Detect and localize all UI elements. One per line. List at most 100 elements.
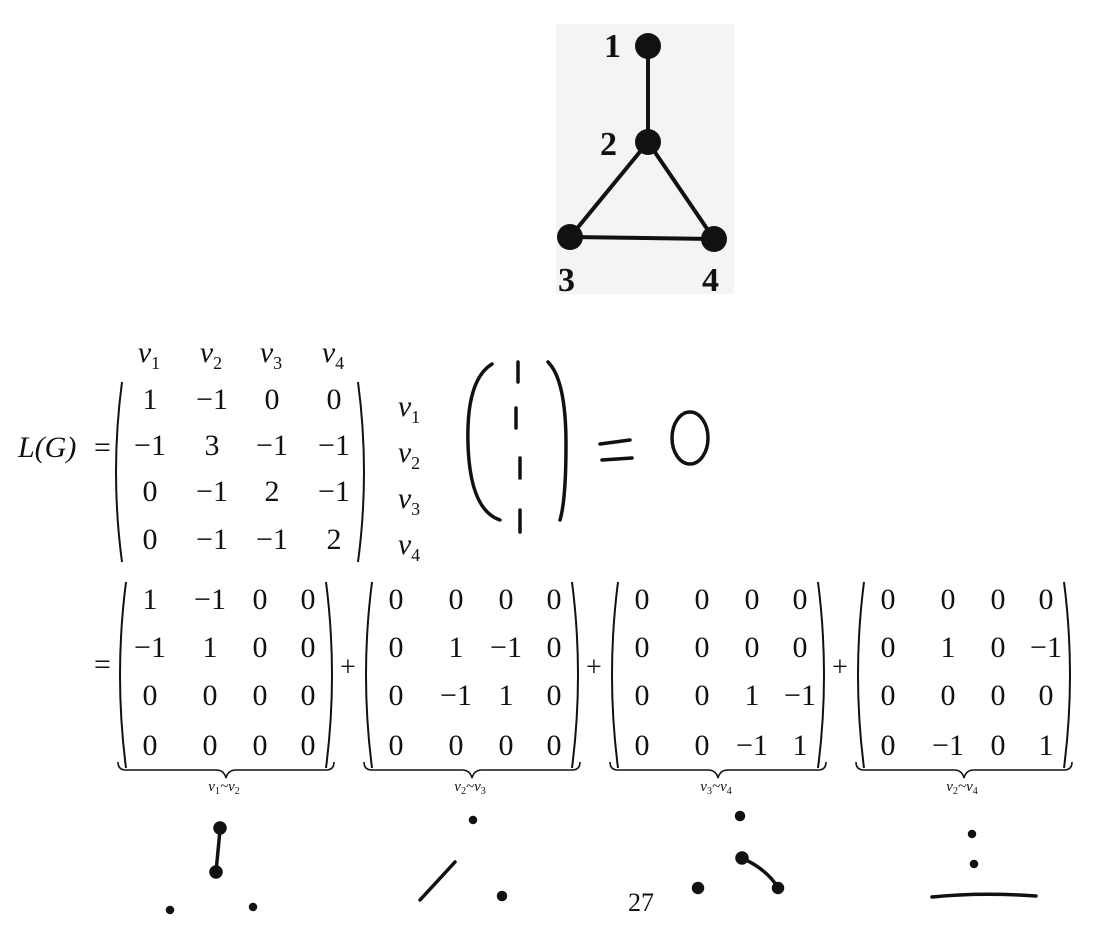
matrix-cell: 0: [634, 679, 650, 712]
matrix-cell: 0: [634, 583, 650, 616]
node-label-4: 4: [702, 262, 719, 299]
matrix-cell: 1: [142, 583, 158, 616]
left-paren: [115, 381, 123, 563]
matrix-cell: 0: [792, 631, 808, 664]
matrix-cell: 2: [264, 475, 280, 508]
matrix-cell: 0: [326, 383, 342, 416]
matrix-cell: 0: [202, 729, 218, 762]
decomposition-equals: =: [94, 648, 111, 681]
matrix-cell: 2: [326, 523, 342, 556]
matrix-cell: 0: [546, 583, 562, 616]
edge-2-4: [646, 140, 716, 241]
matrix-cell: 0: [990, 631, 1006, 664]
matrix-cell: 0: [300, 583, 316, 616]
edge-2-3: [568, 140, 650, 239]
matrix-cell: −1: [134, 429, 166, 462]
matrix-cell: 1: [142, 383, 158, 416]
matrix-cell: −1: [134, 631, 166, 664]
laplacian-lhs: L(G): [18, 431, 77, 464]
node-label-2: 2: [600, 126, 617, 163]
matrix-cell: −1: [318, 429, 350, 462]
matrix-cell: −1: [256, 429, 288, 462]
matrix-cell: 1: [792, 729, 808, 762]
matrix-cell: 0: [744, 631, 760, 664]
matrix-cell: 0: [388, 631, 404, 664]
matrix-parentheses: [857, 581, 1071, 769]
column-label-v2: v2: [199, 336, 223, 373]
matrix-cell: 0: [252, 679, 268, 712]
row-label-v2: v2: [397, 436, 421, 473]
matrix-cell: 0: [252, 631, 268, 664]
matrix-cell: 0: [388, 583, 404, 616]
matrix-cell: 0: [990, 729, 1006, 762]
node-label-3: 3: [558, 262, 575, 299]
matrix-cell: 0: [498, 729, 514, 762]
matrix-cell: 0: [634, 631, 650, 664]
matrix-cell: 0: [880, 729, 896, 762]
matrix-cell: −1: [736, 729, 768, 762]
matrix-cell: 0: [694, 631, 710, 664]
graph-drawing: [557, 33, 727, 252]
matrix-cell: 0: [1038, 583, 1054, 616]
matrix-cell: 1: [448, 631, 464, 664]
matrix-cell: 0: [940, 583, 956, 616]
node-3: [557, 224, 583, 250]
matrix-cell: 0: [1038, 679, 1054, 712]
matrix-cell: 1: [940, 631, 956, 664]
matrix-cell: −1: [256, 523, 288, 556]
matrix-cell: 0: [142, 523, 158, 556]
matrix-cell: 0: [252, 729, 268, 762]
matrix-cell: 0: [388, 729, 404, 762]
matrix-cell: 0: [546, 631, 562, 664]
matrix-cell: 0: [940, 679, 956, 712]
row-label-v3: v3: [397, 482, 421, 519]
node-1: [635, 33, 661, 59]
right-paren: [571, 581, 579, 769]
left-paren: [857, 581, 865, 769]
row-label-v4: v4: [397, 528, 421, 565]
matrix-cell: 0: [142, 729, 158, 762]
matrix-cell: 0: [546, 729, 562, 762]
matrix-cell: 0: [142, 679, 158, 712]
laplacian-equals: =: [94, 431, 111, 464]
plus-sign-3: +: [832, 652, 848, 683]
matrix-parentheses: [119, 581, 333, 769]
brace-label-v2-v4: v2~v4: [946, 779, 978, 797]
brace-label-v3-v4: v3~v4: [700, 779, 732, 797]
column-label-v1: v1: [137, 336, 161, 373]
right-paren: [357, 381, 365, 563]
right-paren: [325, 581, 333, 769]
matrix-cell: 0: [990, 679, 1006, 712]
matrix-cell: 1: [1038, 729, 1054, 762]
matrix-parentheses: [115, 381, 365, 563]
matrix-cell: −1: [196, 523, 228, 556]
matrix-cell: −1: [490, 631, 522, 664]
right-paren: [1063, 581, 1071, 769]
matrix-cell: 1: [202, 631, 218, 664]
matrix-cell: 1: [498, 679, 514, 712]
plus-sign-1: +: [340, 652, 356, 683]
matrix-cell: 0: [880, 631, 896, 664]
matrix-cell: 0: [448, 729, 464, 762]
edge-3-4: [569, 235, 715, 241]
page-number: 27: [628, 888, 654, 917]
brace-label-v2-v3: v2~v3: [454, 779, 486, 797]
matrix-cell: 0: [546, 679, 562, 712]
matrix-cell: −1: [784, 679, 816, 712]
left-paren: [119, 581, 127, 769]
left-paren: [611, 581, 619, 769]
matrix-cell: 0: [744, 583, 760, 616]
matrix-cell: 0: [252, 583, 268, 616]
plus-sign-2: +: [586, 652, 602, 683]
matrix-cell: 0: [880, 679, 896, 712]
matrix-cell: 0: [142, 475, 158, 508]
matrix-cell: 0: [498, 583, 514, 616]
matrix-cell: 0: [388, 679, 404, 712]
matrix-cell: −1: [932, 729, 964, 762]
matrix-parentheses: [611, 581, 825, 769]
matrix-cell: 3: [204, 429, 220, 462]
